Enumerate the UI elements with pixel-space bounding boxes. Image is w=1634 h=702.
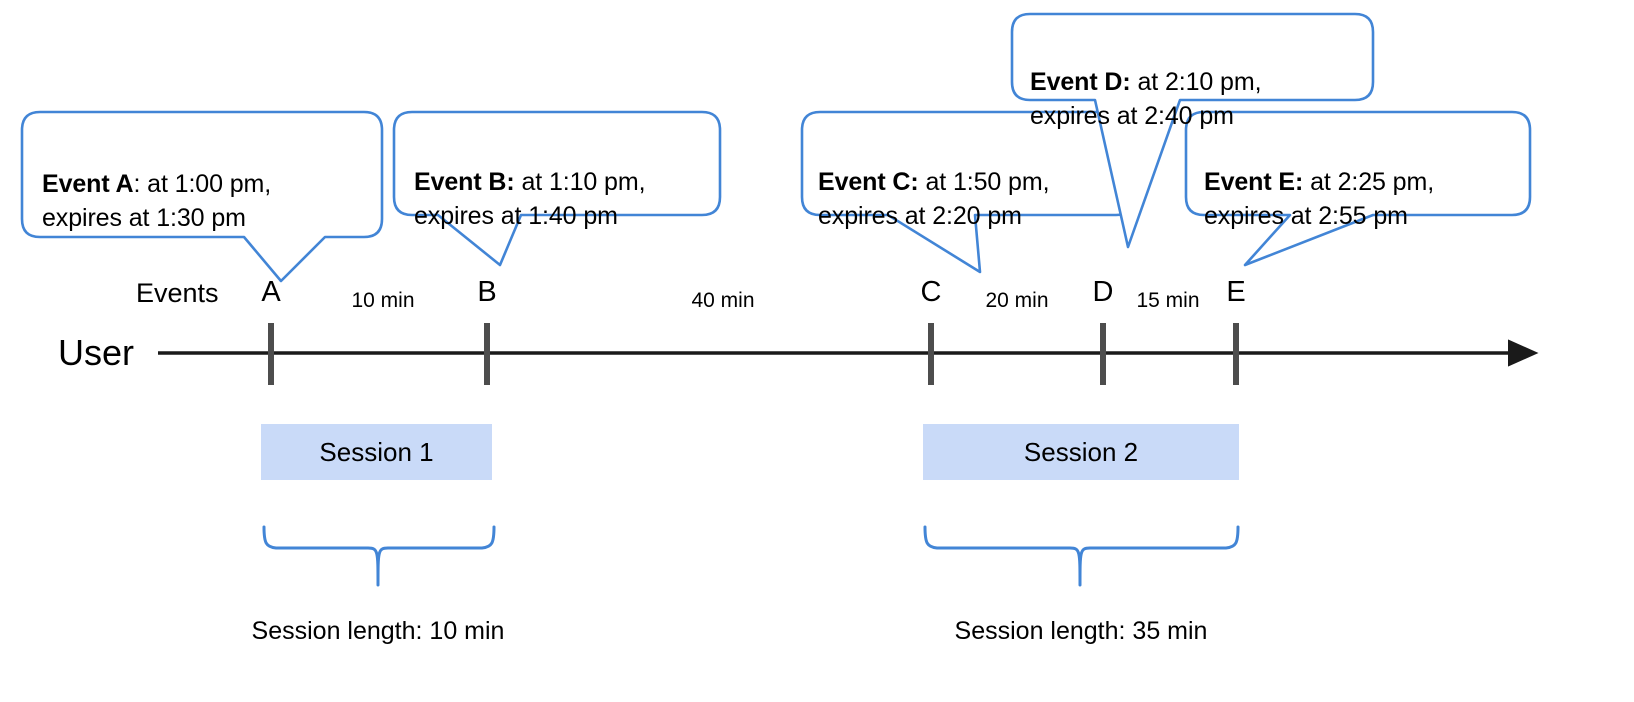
event-letter-b: B bbox=[477, 276, 497, 308]
callout-c-detail: at 1:50 pm, expires at 2:20 pm bbox=[818, 168, 1050, 230]
callout-a-detail: at 1:00 pm, expires at 1:30 pm bbox=[42, 170, 272, 232]
gap-label-a-b: 10 min bbox=[351, 289, 415, 312]
callout-a-event-name: Event A bbox=[42, 170, 134, 198]
callout-e-bubble bbox=[1184, 110, 1532, 267]
callout-event-e[interactable] bbox=[1184, 110, 1532, 267]
callout-b-detail: at 1:10 pm, expires at 1:40 pm bbox=[414, 168, 646, 230]
callout-c-event-name: Event C: bbox=[818, 168, 919, 196]
callout-b-event-name: Event B: bbox=[414, 168, 515, 196]
callout-event-a[interactable] bbox=[20, 110, 384, 283]
session-bar-1-label: Session 1 bbox=[319, 436, 434, 467]
events-row-label: Events bbox=[136, 278, 219, 308]
session-length-1: Session length: 10 min bbox=[251, 617, 505, 645]
event-letter-c: C bbox=[920, 276, 942, 308]
session-bar-1[interactable]: Session 1 bbox=[261, 424, 492, 480]
callout-d-bubble bbox=[1010, 12, 1375, 249]
callout-event-b[interactable] bbox=[392, 110, 722, 267]
callout-e-event-name: Event E: bbox=[1204, 168, 1304, 196]
callout-b-text: Event B: at 1:10 pm, expires at 1:40 pm bbox=[414, 131, 714, 233]
callout-event-d[interactable] bbox=[1010, 12, 1375, 249]
gap-label-d-e: 15 min bbox=[1136, 289, 1200, 312]
session-bar-2-label: Session 2 bbox=[1023, 436, 1139, 467]
callout-b-bubble bbox=[392, 110, 722, 267]
callout-a-text: Event A: at 1:00 pm, expires at 1:30 pm bbox=[42, 133, 372, 235]
gap-label-b-c: 40 min bbox=[691, 289, 755, 312]
callout-d-event-name: Event D: bbox=[1030, 68, 1131, 96]
brace-session-1 bbox=[262, 525, 496, 587]
callout-c-text: Event C: at 1:50 pm, expires at 2:20 pm bbox=[818, 131, 1128, 233]
callout-e-text: Event E: at 2:25 pm, expires at 2:55 pm bbox=[1204, 131, 1524, 233]
callout-a-separator: : bbox=[133, 170, 141, 198]
event-letter-a: A bbox=[261, 276, 281, 308]
callout-d-detail: at 2:10 pm, expires at 2:40 pm bbox=[1030, 68, 1262, 130]
event-letter-e: E bbox=[1226, 276, 1246, 308]
session-bar-2[interactable]: Session 2 bbox=[923, 424, 1239, 480]
event-letter-d: D bbox=[1092, 276, 1114, 308]
gap-label-c-d: 20 min bbox=[985, 289, 1049, 312]
callout-e-detail: at 2:25 pm, expires at 2:55 pm bbox=[1204, 168, 1435, 230]
callout-d-text: Event D: at 2:10 pm, expires at 2:40 pm bbox=[1030, 31, 1370, 133]
user-row-label: User bbox=[58, 332, 135, 373]
brace-session-2 bbox=[923, 525, 1240, 587]
session-length-2: Session length: 35 min bbox=[954, 617, 1208, 645]
callout-a-bubble bbox=[20, 110, 384, 283]
